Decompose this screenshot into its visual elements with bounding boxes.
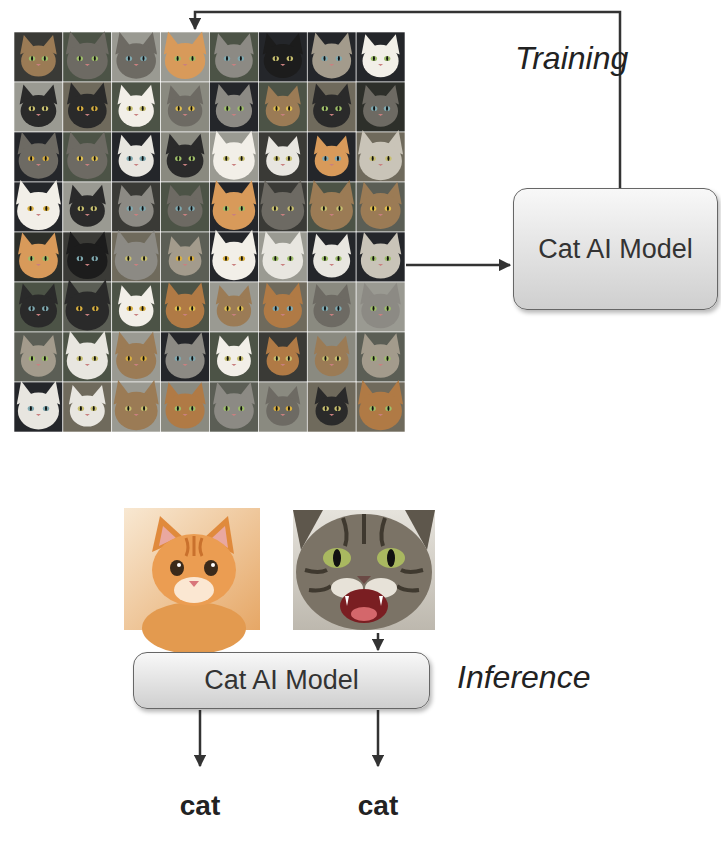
cat-thumbnail [307,180,356,232]
data-arrow [406,264,510,267]
cat-thumbnail [210,230,259,282]
model-name: Cat AI Model [538,233,693,265]
cat-thumbnail [14,132,63,182]
cat-thumbnail [258,332,307,382]
cat-thumbnail [161,382,210,432]
cat-thumbnail [112,380,161,432]
cat-thumbnail [112,230,161,282]
cat-thumbnail [112,182,161,232]
cat-thumbnail [14,82,63,132]
cat-thumbnail [14,332,63,382]
output-label: cat [358,790,398,822]
cat-thumbnail [356,82,405,132]
cat-thumbnail [258,382,307,432]
cat-thumbnail [112,332,161,382]
kitten-photo [124,508,260,654]
cat-thumbnail [307,132,356,182]
cat-thumbnail [307,382,356,432]
output-label: cat [180,790,220,822]
input-arrow [377,633,380,650]
cat-thumbnail [307,282,356,332]
cat-thumbnail [210,332,259,382]
cat-thumbnail [356,282,405,332]
cat-thumbnail [63,31,112,82]
cat-thumbnail [112,82,161,132]
cat-thumbnail [161,332,210,382]
cat-thumbnail [210,32,259,82]
cat-thumbnail [63,132,112,182]
cat-thumbnail [63,331,112,382]
cat-thumbnail [258,282,307,332]
cat-thumbnail [14,381,63,432]
stage-label: Inference [457,659,590,696]
cat-thumbnail [307,82,356,132]
cat-thumbnail [307,32,356,82]
cat-thumbnail [210,82,259,132]
cat-thumbnail [258,132,307,182]
cat-thumbnail [161,282,210,332]
cat-thumbnail [63,231,112,282]
output-arrow [377,710,380,766]
output-arrow [199,710,202,766]
cat-thumbnail [356,32,405,82]
cat-thumbnail [161,132,210,182]
cat-thumbnail [210,131,259,182]
cat-thumbnail [210,180,259,232]
cat-thumbnail [210,382,259,432]
cat-thumbnail [63,182,112,232]
cat-thumbnail [258,180,307,232]
stage-label: Training [515,40,628,77]
cat-thumbnail [14,180,63,232]
cat-thumbnail [112,282,161,332]
cat-thumbnail [258,231,307,282]
cat-thumbnail [356,130,405,182]
cat-thumbnail [161,32,210,82]
cat-thumbnail [307,232,356,282]
cat-thumbnail [356,332,405,382]
training-loop-arrow [195,12,620,188]
model-box: Cat AI Model [513,188,718,310]
cat-thumbnail [356,182,405,232]
cat-thumbnail [14,232,63,282]
cat-thumbnail [63,82,112,132]
cat-thumbnail [258,82,307,132]
model-box: Cat AI Model [133,652,430,709]
model-name: Cat AI Model [204,664,359,696]
cat-thumbnail [112,32,161,82]
cat-thumbnail [14,32,63,82]
cat-thumbnail [356,380,405,432]
cat-thumbnail [63,382,112,432]
cat-thumbnail [14,282,63,332]
cat-thumbnail [210,282,259,332]
cat-thumbnail [258,32,307,82]
cat-thumbnail [161,182,210,232]
cat-thumbnail [63,279,112,332]
training-image-grid [14,31,405,432]
cat-thumbnail [161,232,210,282]
angry-tabby-photo [293,510,435,630]
cat-thumbnail [356,232,405,282]
cat-thumbnail [112,132,161,182]
cat-thumbnail [307,332,356,382]
cat-thumbnail [161,82,210,132]
